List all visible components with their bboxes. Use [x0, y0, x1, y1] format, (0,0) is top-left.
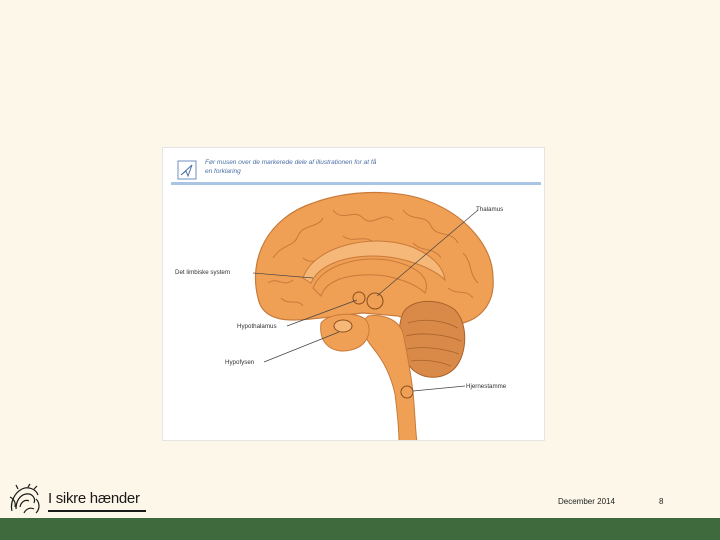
pointer-icon	[177, 160, 197, 180]
brain-illustration: Før musen over de markerede dele af illu…	[162, 147, 545, 441]
brand-logo-icon	[9, 483, 40, 514]
thalamus-marker	[366, 292, 384, 310]
brainstem-marker	[400, 385, 414, 399]
footer-date: December 2014	[558, 497, 615, 506]
header-bar	[171, 182, 541, 185]
pituitary-body	[320, 313, 370, 352]
hypothalamus-marker	[352, 291, 366, 305]
label-hypothalamus: Hypothalamus	[237, 323, 277, 330]
figure-header: Før musen over de markerede dele af illu…	[163, 148, 544, 188]
label-brainstem: Hjernestamme	[466, 383, 507, 390]
cerebrum	[254, 191, 494, 325]
page-number: 8	[659, 497, 664, 506]
label-limbic-system: Det limbiske system	[175, 269, 231, 276]
limbic-ring	[312, 258, 427, 297]
figure-hint: Før musen over de markerede dele af illu…	[205, 159, 377, 175]
brainstem	[362, 315, 418, 440]
label-thalamus: Thalamus	[476, 206, 504, 213]
leader-lines	[252, 209, 479, 392]
bottom-band	[0, 518, 720, 540]
cerebellum-folia	[405, 319, 462, 367]
label-hypophysis: Hypofysen	[225, 359, 255, 366]
brand-name: I sikre hænder	[48, 490, 140, 507]
brain-drawing	[252, 191, 494, 440]
corpus-callosum	[302, 240, 446, 284]
brand-underline	[48, 510, 146, 512]
hypophysis-marker	[333, 319, 353, 333]
